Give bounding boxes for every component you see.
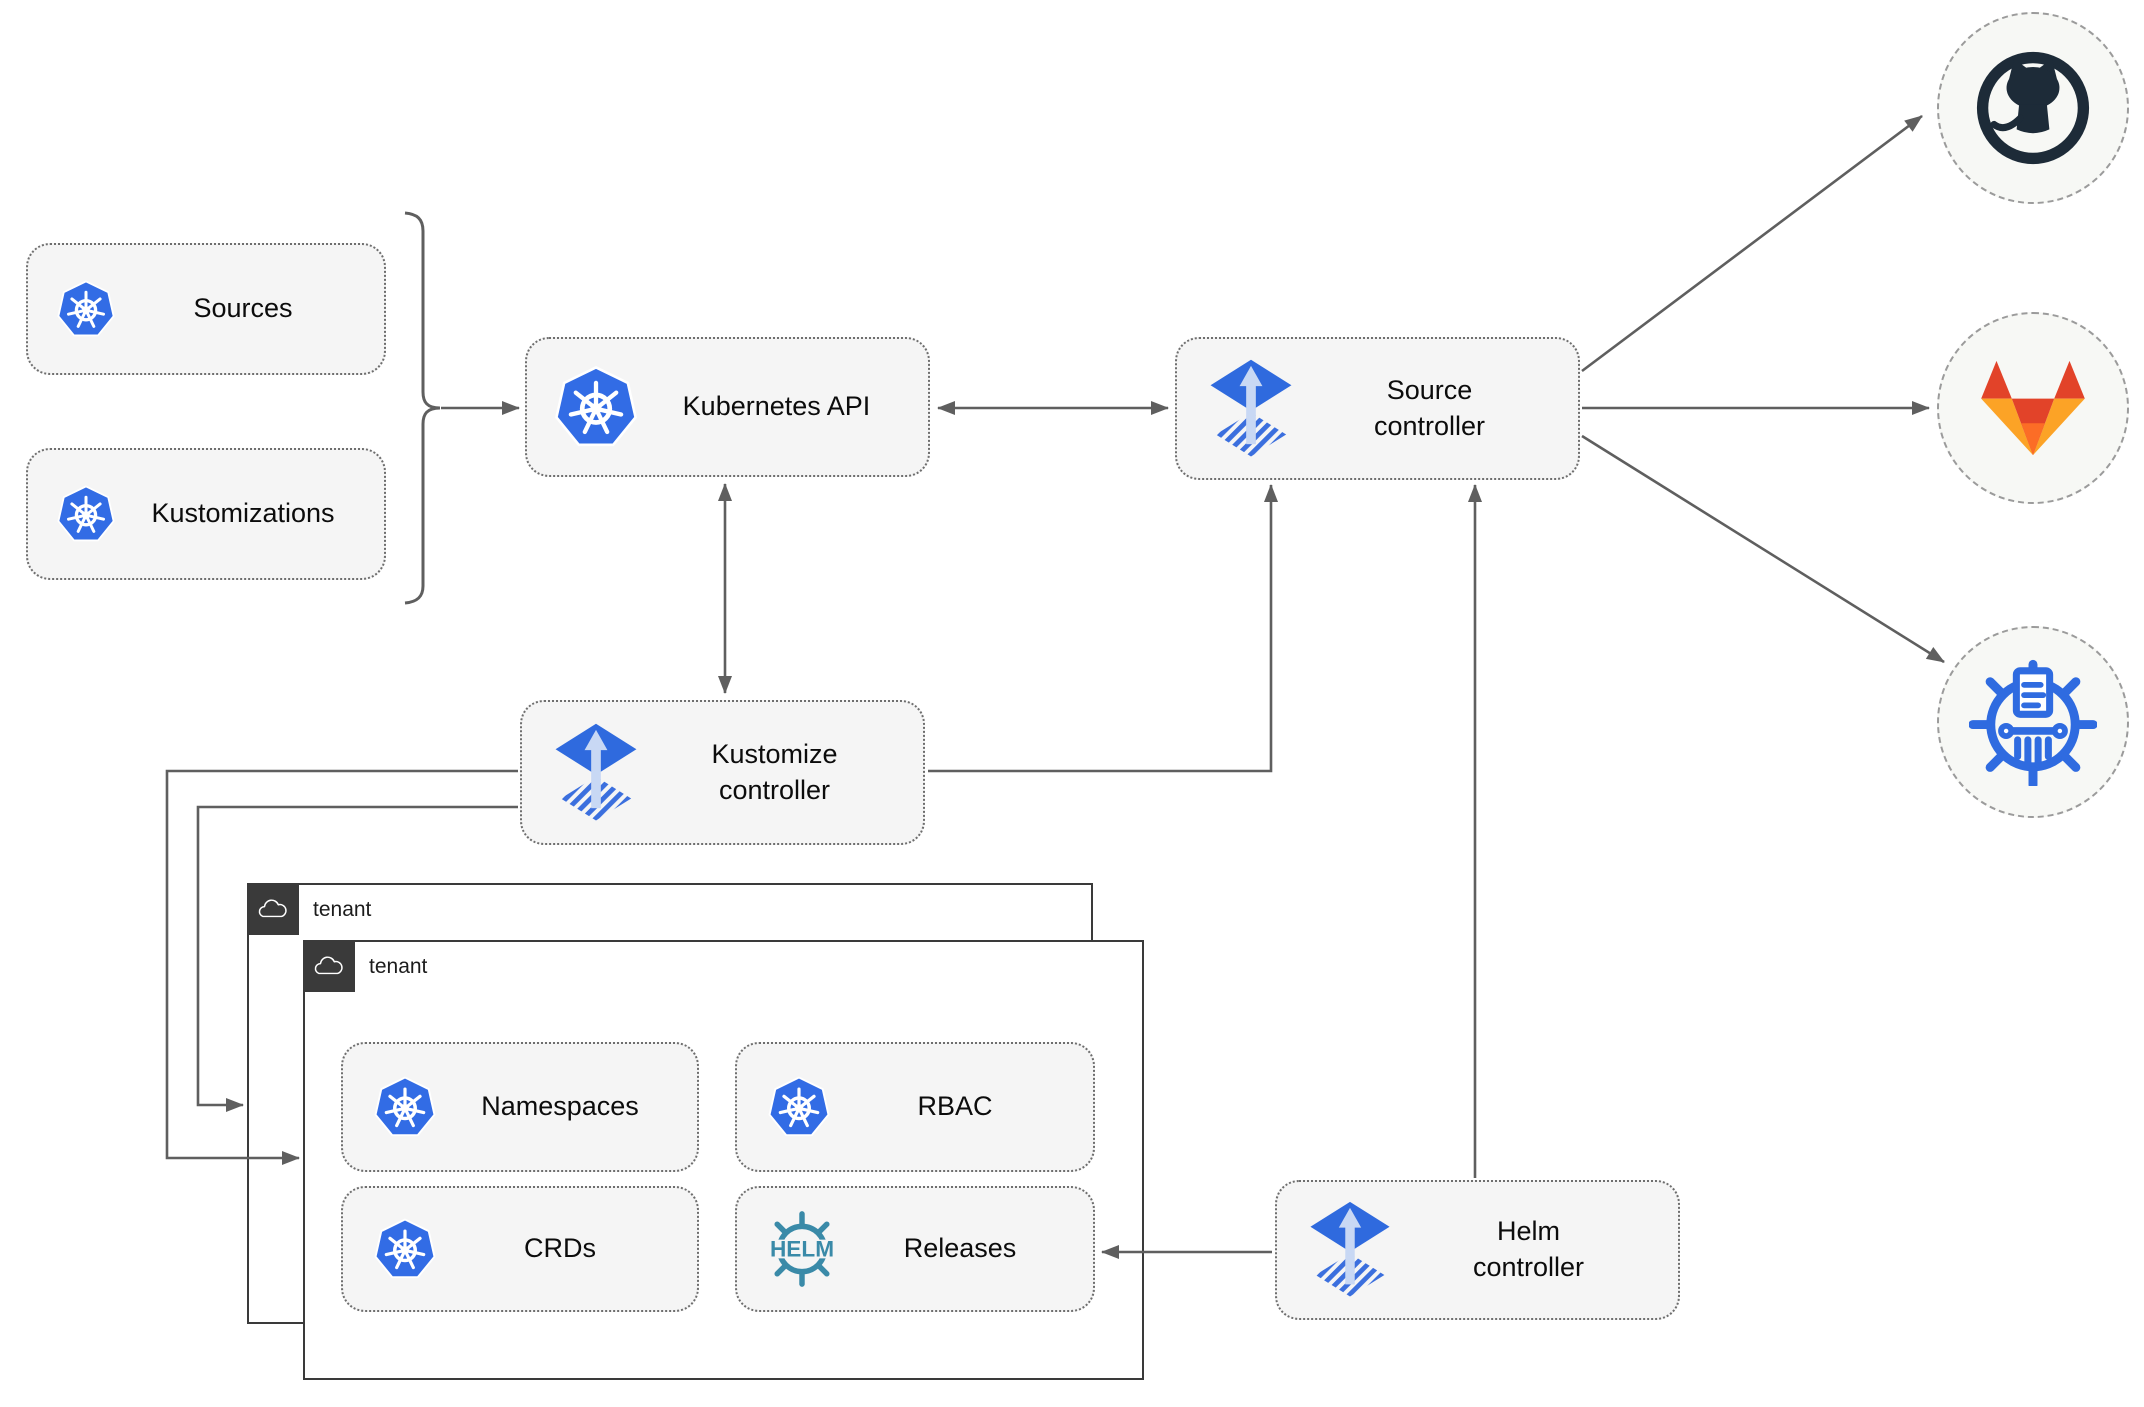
- tenant-tab: [246, 882, 299, 935]
- kustomize-controller-box: Kustomize controller: [520, 700, 925, 845]
- crds-label: CRDs: [524, 1233, 596, 1264]
- flux-icon: [1207, 358, 1295, 460]
- helm-controller-label: Helm controller: [1472, 1216, 1585, 1282]
- kubernetes-icon: [56, 279, 116, 339]
- tenant-label: tenant: [369, 955, 428, 978]
- helm-controller-box: Helm controller: [1275, 1180, 1680, 1320]
- kubernetes-api-box: Kubernetes API: [525, 337, 930, 477]
- namespaces-box: Namespaces: [341, 1042, 699, 1172]
- kubernetes-icon: [56, 484, 116, 544]
- namespaces-label: Namespaces: [481, 1091, 639, 1122]
- kubernetes-icon: [373, 1217, 437, 1281]
- releases-label: Releases: [903, 1233, 1017, 1264]
- flux-icon: [552, 722, 640, 824]
- tenant-label: tenant: [313, 898, 372, 921]
- rbac-label: RBAC: [917, 1091, 993, 1122]
- kustomizations-label: Kustomizations: [151, 498, 335, 529]
- source-controller-label: Source controller: [1373, 374, 1486, 441]
- gitlab-icon: [1974, 355, 2092, 461]
- kustomizations-box: Kustomizations: [26, 448, 386, 580]
- gitlab-endpoint: [1937, 312, 2129, 504]
- github-icon: [1970, 45, 2096, 171]
- chartmuseum-icon: [1969, 658, 2097, 786]
- github-endpoint: [1937, 12, 2129, 204]
- flux-icon: [1307, 1200, 1393, 1300]
- kustomize-controller-label: Kustomize controller: [711, 738, 838, 805]
- arrow-source-to-chartmuseum: [1581, 434, 1945, 664]
- cloud-icon: [256, 897, 290, 921]
- arrow-kustomize-to-sourcecontroller: [928, 484, 1278, 773]
- rbac-box: RBAC: [735, 1042, 1095, 1172]
- arrow-source-to-github: [1581, 114, 1923, 373]
- kubernetes-icon: [767, 1075, 831, 1139]
- sources-label: Sources: [193, 293, 293, 324]
- cloud-icon: [312, 954, 346, 978]
- source-controller-box: Source controller: [1175, 337, 1580, 480]
- kubernetes-api-label: Kubernetes API: [682, 391, 871, 422]
- tenant-tab: [302, 939, 355, 992]
- chartmuseum-endpoint: [1937, 626, 2129, 818]
- kubernetes-icon: [553, 364, 639, 450]
- kubernetes-icon: [373, 1075, 437, 1139]
- crds-box: CRDs: [341, 1186, 699, 1312]
- sources-box: Sources: [26, 243, 386, 375]
- releases-box: Releases: [735, 1186, 1095, 1312]
- group-brace: [404, 211, 441, 605]
- helm-icon: [763, 1210, 841, 1288]
